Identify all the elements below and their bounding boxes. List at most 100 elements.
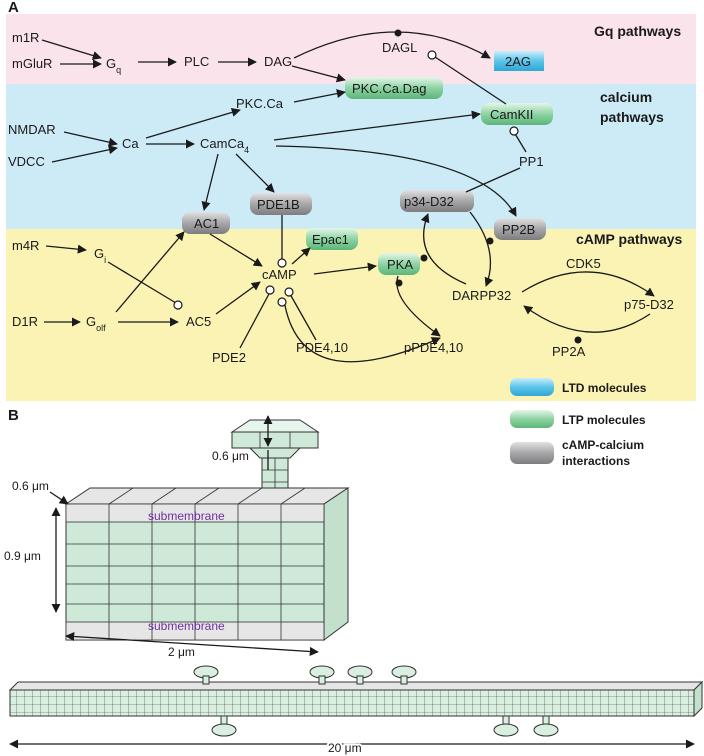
dagl-inhibit-dot [394, 29, 402, 37]
edge-pde2-camp [239, 291, 271, 349]
dimension-markers [9, 415, 695, 749]
node-nmdar: NMDAR [8, 122, 56, 137]
node-camca4: CamCa4 [200, 136, 249, 155]
spine-model [64, 419, 350, 641]
edge-dag-pkccadag [291, 65, 346, 83]
edge-camp-ppde410 [283, 299, 441, 363]
edge-darpp32-p34 [420, 213, 467, 285]
box-2ag [494, 51, 544, 71]
box-epac1 [306, 228, 358, 250]
edge-ac5-camp [215, 281, 261, 315]
node-pp2b: PP2B [502, 222, 535, 237]
edge-nmdar-ca [63, 131, 118, 147]
edge-pp1-p34 [465, 167, 521, 193]
legend-swatch-camp-ca [510, 442, 554, 464]
gq-band [6, 14, 696, 84]
dim-depth: 0.6 μm [12, 479, 49, 493]
panel-b-label: B [8, 407, 19, 424]
submembrane-bottom: submembrane [148, 619, 225, 633]
node-mglur: mGluR [12, 56, 52, 71]
pde410-camp-open [284, 287, 294, 297]
box-camkii [481, 103, 553, 125]
box-pkccadag [345, 77, 443, 99]
node-cdk5: CDK5 [566, 256, 601, 271]
edge-camp-epac1 [291, 247, 311, 265]
dim-width: 2 μm [168, 645, 195, 659]
camp-band [6, 229, 696, 401]
box-p34 [400, 190, 474, 212]
edge-pde410-camp [289, 293, 317, 341]
node-camp: cAMP [262, 267, 297, 282]
node-m4r: m4R [12, 238, 39, 253]
camkii-dagl-open [427, 50, 437, 60]
node-pde2: PDE2 [212, 350, 246, 365]
box-ac1 [182, 212, 230, 234]
node-d1r: D1R [12, 314, 38, 329]
node-p34: p34-D32 [404, 194, 454, 209]
pathway-edges [41, 29, 655, 363]
node-ac1: AC1 [194, 216, 219, 231]
legend-ltp: LTP molecules [562, 413, 646, 427]
node-pde410: PDE4,10 [296, 340, 348, 355]
node-gi: Gi [94, 246, 106, 265]
edge-pp1-camkii [513, 131, 527, 153]
node-plc: PLC [184, 54, 209, 69]
legend-swatch-ltd [510, 378, 554, 396]
edge-golf-ac1 [115, 231, 185, 313]
edge-darpp32-p75 [521, 271, 655, 297]
pp1-camkii-open [509, 126, 519, 136]
gq-band-label: Gq pathways [594, 23, 681, 39]
edge-p34-darpp32 [469, 211, 494, 287]
node-gq: Gq [106, 56, 121, 75]
calcium-band-label-2: pathways [600, 109, 664, 125]
pka-darpp32-dot [420, 254, 428, 262]
edge-camca-pde1b [235, 153, 275, 193]
legend-swatch-ltp [510, 410, 554, 428]
edge-camca-ac1 [201, 153, 219, 211]
ppde410-camp-open [277, 297, 287, 307]
dendrite-spines [193, 665, 559, 737]
edge-ac1-camp [209, 233, 263, 267]
pka-ppde410-dot [395, 279, 403, 287]
dendrite-model [8, 680, 704, 718]
box-pp2b [494, 218, 546, 240]
dim-head-height: 0.6 μm [212, 449, 249, 463]
node-pka: PKA [387, 257, 413, 272]
legend-camp-ca-1: cAMP-calcium [562, 438, 644, 452]
gi-ac5-open [173, 300, 183, 310]
node-ppde410: pPDE4,10 [404, 340, 463, 355]
edge-vdcc-ca [51, 145, 118, 163]
edge-m1r-gq [41, 39, 102, 60]
dim-height: 0.9 μm [4, 549, 41, 563]
node-ac5: AC5 [186, 314, 211, 329]
box-pka [378, 253, 420, 275]
node-golf: Golf [86, 314, 106, 333]
pp2b-dephos-dot [486, 237, 494, 245]
edge-ca-pkcca [145, 107, 241, 139]
submembrane-top: submembrane [148, 509, 225, 523]
node-m1r: m1R [12, 30, 39, 45]
edge-pkcca-pkccadag [293, 89, 346, 103]
node-pde1b: PDE1B [257, 197, 300, 212]
node-vdcc: VDCC [8, 154, 45, 169]
node-dagl: DAGL [382, 40, 417, 55]
node-epac1: Epac1 [312, 232, 349, 247]
node-p75: p75-D32 [624, 297, 674, 312]
camp-band-label: cAMP pathways [576, 231, 683, 247]
node-pkcca: PKC.Ca [236, 96, 284, 111]
node-ca: Ca [122, 136, 139, 151]
pp2a-dot [574, 336, 582, 344]
calcium-band-label-1: calcium [600, 89, 652, 105]
edge-m4r-gi [45, 244, 87, 254]
node-pkccadag: PKC.Ca.Dag [352, 81, 426, 96]
node-camkii: CamKII [490, 107, 533, 122]
pde2-camp-open [265, 285, 275, 295]
box-pde1b [250, 193, 312, 215]
node-pp2a: PP2A [552, 344, 586, 359]
node-darpp32: DARPP32 [452, 288, 511, 303]
edge-camca-pp2b [275, 145, 517, 217]
node-pp1: PP1 [519, 154, 544, 169]
edge-camca-camkii [273, 110, 481, 141]
edge-camkii-dagl [431, 54, 507, 105]
